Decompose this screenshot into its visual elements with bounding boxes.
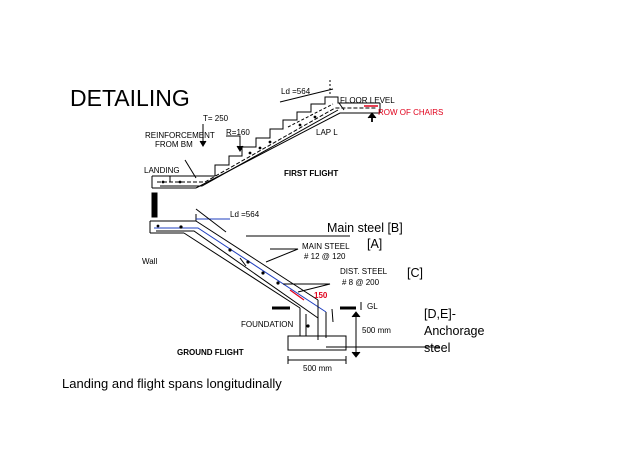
label-reinforcement-line1: REINFORCEMENT [145,131,215,140]
label-tag-c: [C] [407,266,423,280]
label-dim-500-vertical: 500 mm [362,326,391,335]
label-tag-de-line1: [D,E]- [424,307,456,321]
label-dim-150: 150 [314,291,328,300]
label-first-flight: FIRST FLIGHT [284,169,339,178]
slide-title: DETAILING [70,85,190,111]
label-dist-steel-line1: DIST. STEEL [340,267,388,276]
label-foundation: FOUNDATION [241,320,294,329]
label-main-steel-line2: # 12 @ 120 [304,252,346,261]
label-riser: R=160 [226,128,250,137]
label-dim-500-horizontal: 500 mm [303,364,332,373]
label-dist-steel-line2: # 8 @ 200 [342,278,380,287]
label-row-of-chairs: ROW OF CHAIRS [378,108,444,117]
label-tag-de-line2: Anchorage [424,324,485,338]
label-main-steel-b: Main steel [B] [327,221,403,235]
label-thickness: T= 250 [203,114,229,123]
label-tag-a: [A] [367,237,383,251]
label-lap: LAP L [316,128,338,137]
foundation-footing [287,335,347,351]
label-wall: Wall [142,257,158,266]
wall-column [151,192,158,218]
label-main-steel-line1: MAIN STEEL [302,242,350,251]
slide-caption: Landing and flight spans longitudinally [62,376,282,391]
label-ld-top: Ld =564 [281,87,311,96]
label-reinforcement-line2: FROM BM [155,140,193,149]
label-ground-flight: GROUND FLIGHT [177,348,244,357]
label-landing: LANDING [144,166,180,175]
first-flight-steps [214,96,380,176]
label-floor-level: FLOOR LEVEL [340,96,395,105]
label-gl: GL [367,302,378,311]
label-tag-de-line3: steel [424,341,451,355]
label-ld-bottom: Ld =564 [230,210,260,219]
